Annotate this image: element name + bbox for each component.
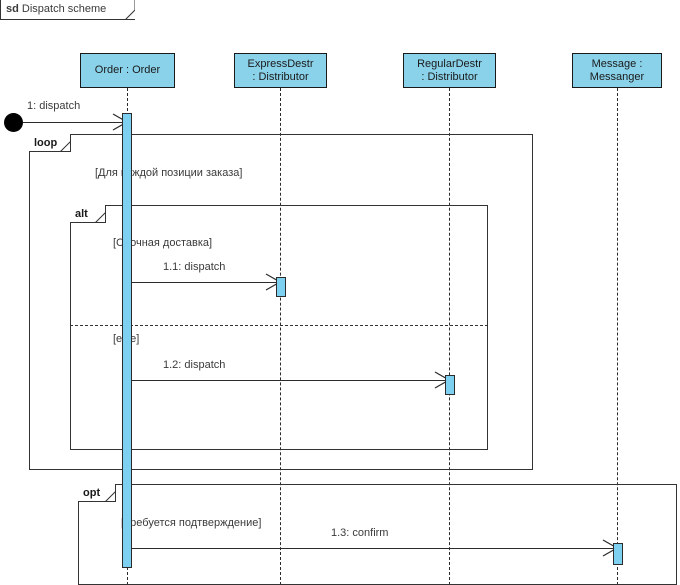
fragment-loop-keyword: loop <box>34 137 58 149</box>
lifeline-regular-line2: : Distributor <box>421 70 478 83</box>
fragment-loop-corner-icon <box>60 141 71 152</box>
fragment-alt-keyword: alt <box>75 208 88 220</box>
lifeline-header-express[interactable]: ExpressDestr : Distributor <box>234 53 327 88</box>
fragment-opt-guard: [Требуется подтверждение] <box>121 517 262 529</box>
lifeline-header-order[interactable]: Order : Order <box>80 53 175 88</box>
found-message-start-node <box>4 113 23 132</box>
fragment-loop[interactable] <box>29 134 533 470</box>
message-1-2-label: 1.2: dispatch <box>163 359 226 371</box>
lifeline-stem-regular <box>449 88 450 585</box>
lifeline-stem-message <box>617 88 618 585</box>
fragment-alt[interactable] <box>70 205 488 450</box>
fragment-alt-operand-separator <box>70 325 488 326</box>
fragment-opt-label: opt <box>78 484 116 502</box>
lifeline-stem-express <box>280 88 281 585</box>
message-1-3-label: 1.3: confirm <box>331 527 389 539</box>
lifeline-header-regular[interactable]: RegularDestr : Distributor <box>403 53 496 88</box>
fragment-opt-corner-icon <box>105 491 116 502</box>
fragment-loop-label: loop <box>29 134 71 152</box>
activation-order[interactable] <box>122 113 132 568</box>
message-1-label: 1: dispatch <box>27 100 81 112</box>
message-1-1-line[interactable] <box>132 282 276 283</box>
lifeline-express-line1: ExpressDestr <box>247 57 314 70</box>
fragment-loop-guard: [Для каждой позиции заказа] <box>95 167 243 179</box>
lifeline-message-line2: Messanger <box>589 70 645 83</box>
fragment-opt-keyword: opt <box>83 487 101 499</box>
activation-express[interactable] <box>276 277 286 297</box>
message-1-3-line[interactable] <box>132 548 613 549</box>
lifeline-order-line1: Order : Order <box>94 64 161 76</box>
message-1-line[interactable] <box>23 122 124 123</box>
fragment-alt-corner-icon <box>95 212 106 223</box>
activation-message[interactable] <box>613 543 623 565</box>
lifeline-message-line1: Message : <box>591 57 643 70</box>
frame-keyword: sd <box>6 3 19 15</box>
frame-name: Dispatch scheme <box>21 3 107 15</box>
frame-tab-corner-icon <box>125 0 135 19</box>
message-1-1-label: 1.1: dispatch <box>163 261 226 273</box>
fragment-alt-guard-1: [Срочная доставка] <box>113 237 213 249</box>
lifeline-express-line2: : Distributor <box>252 70 309 83</box>
fragment-alt-label: alt <box>70 205 106 223</box>
activation-regular[interactable] <box>445 375 455 395</box>
diagram-frame-tab: sd Dispatch scheme <box>0 0 135 20</box>
message-1-2-line[interactable] <box>132 380 445 381</box>
lifeline-regular-line1: RegularDestr <box>417 57 482 70</box>
lifeline-header-message[interactable]: Message : Messanger <box>572 53 662 88</box>
